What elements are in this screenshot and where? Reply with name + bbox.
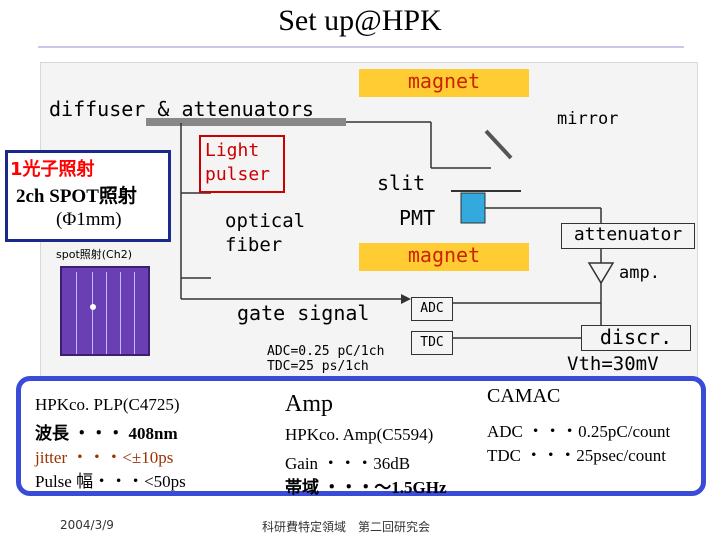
spot-2ch-label: 2ch SPOT照射	[16, 186, 137, 207]
spot-dot	[90, 304, 96, 310]
diffuser-label: diffuser & attenuators	[49, 97, 314, 121]
slit-label: slit	[377, 171, 426, 195]
pmt-shape	[460, 192, 486, 224]
gate-signal-label: gate signal	[237, 301, 370, 325]
vth-label: Vth=30mV	[567, 353, 659, 375]
amp-title: Amp	[285, 391, 333, 417]
spot-info-box: 1光子照射 2ch SPOT照射 (Φ1mm)	[5, 150, 171, 242]
plp-jitter: jitter ・・・<±10ps	[35, 448, 174, 467]
amp-triangle	[587, 262, 615, 285]
spot-caption: spot照射(Ch2)	[56, 248, 132, 261]
mirror-shape	[484, 129, 513, 160]
slide-title: Set up@HPK	[278, 4, 442, 37]
specs-box: HPKco. PLP(C4725) 波長 ・・・ 408nm jitter ・・…	[16, 376, 706, 497]
plp-wavelength: 波長 ・・・ 408nm	[35, 424, 178, 443]
pmt-label: PMT	[399, 206, 436, 230]
light-pulser-label: Light pulser	[205, 140, 271, 185]
spot-diameter-label: (Φ1mm)	[56, 209, 122, 230]
magnet-bottom: magnet	[359, 243, 529, 271]
light-pulser-box	[199, 135, 285, 193]
discr-box: discr.	[581, 325, 691, 351]
single-photon-label: 1光子照射	[10, 159, 95, 180]
adc-resolution-label: ADC=0.25 pC/1ch	[267, 344, 385, 359]
diffuser-bar	[146, 118, 346, 126]
tdc-box: TDC	[411, 331, 453, 355]
spot-pattern	[60, 266, 150, 356]
amp-gain: Gain ・・・36dB	[285, 454, 411, 473]
amp-bandwidth: 帯域 ・・・～1.5GHz	[285, 478, 447, 497]
amp-label: amp.	[619, 263, 660, 283]
plp-pulse: Pulse 幅・・・<50ps	[35, 472, 186, 491]
footer-date: 2004/3/9	[60, 518, 114, 532]
title-divider	[38, 46, 684, 48]
camac-title: CAMAC	[487, 385, 561, 407]
diagram-lines	[146, 118, 615, 339]
magnet-top: magnet	[359, 69, 529, 97]
camac-tdc: TDC ・・・25psec/count	[487, 446, 666, 465]
footer-center: 科研費特定領域 第二回研究会	[262, 520, 431, 534]
amp-model: HPKco. Amp(C5594)	[285, 425, 434, 444]
camac-adc: ADC ・・・0.25pC/count	[487, 422, 671, 441]
attenuator-box: attenuator	[561, 223, 695, 249]
adc-box: ADC	[411, 297, 453, 321]
plp-model: HPKco. PLP(C4725)	[35, 395, 180, 414]
optical-fiber-label: optical fiber	[225, 210, 306, 256]
spot-image: spot照射(Ch2)	[52, 244, 162, 374]
tdc-resolution-label: TDC=25 ps/1ch	[267, 359, 369, 374]
mirror-label: mirror	[557, 109, 619, 129]
